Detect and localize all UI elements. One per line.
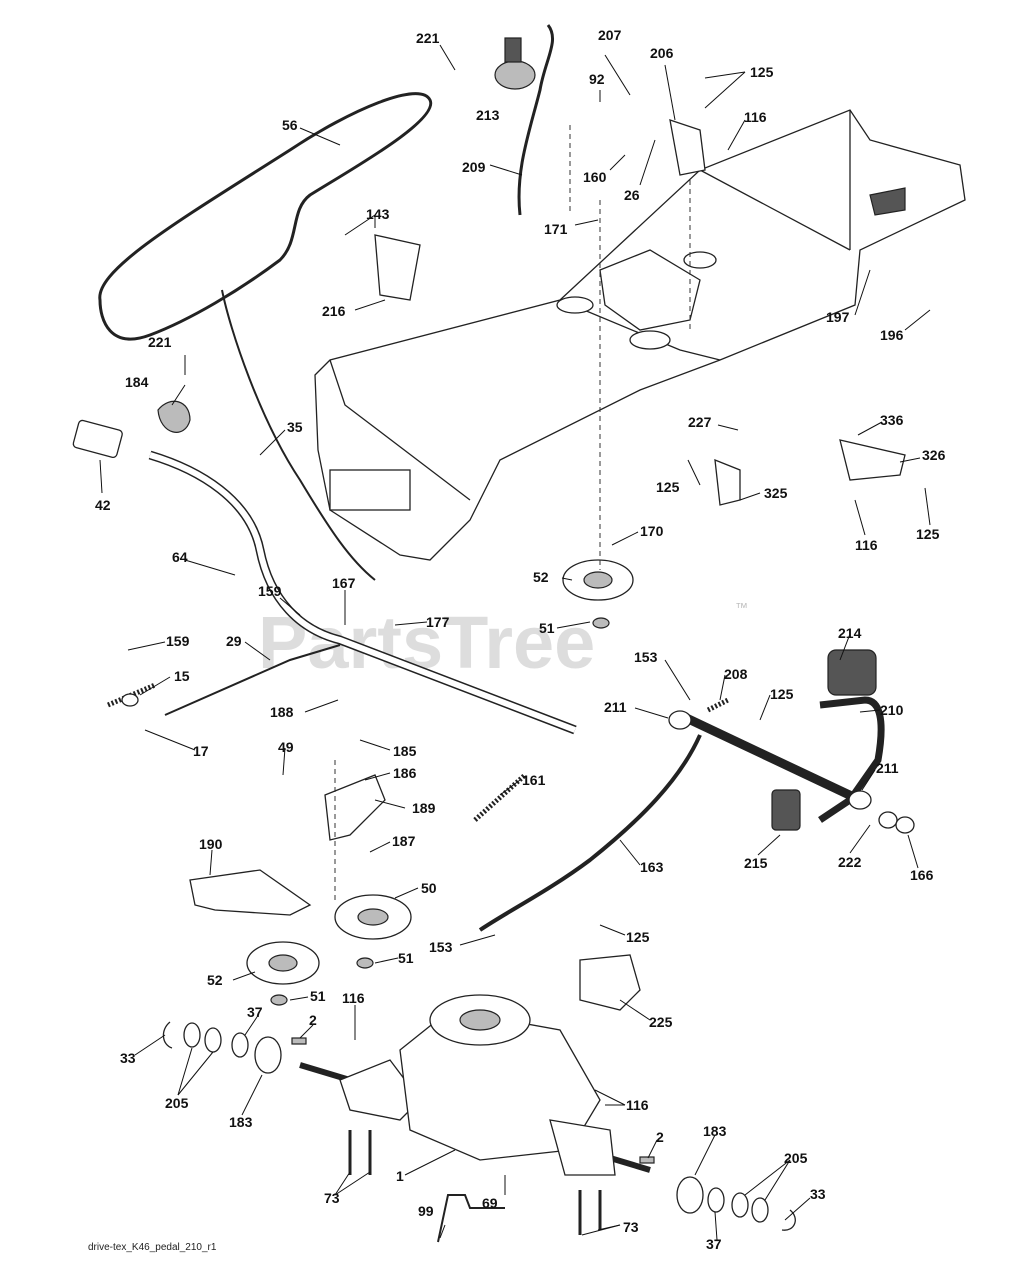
- part-number-50: 50: [421, 880, 437, 896]
- part-number-69: 69: [482, 1195, 498, 1211]
- pedal-pad: [827, 649, 877, 696]
- part-number-1: 1: [396, 1168, 404, 1184]
- part-number-227: 227: [688, 414, 712, 430]
- part-number-33: 33: [120, 1050, 136, 1066]
- part-number-184: 184: [125, 374, 149, 390]
- part-number-159: 159: [166, 633, 190, 649]
- part-number-29: 29: [226, 633, 242, 649]
- part-number-336: 336: [880, 412, 904, 428]
- part-number-116: 116: [626, 1097, 649, 1113]
- part-number-171: 171: [544, 221, 568, 237]
- part-number-51: 51: [539, 620, 555, 636]
- part-number-49: 49: [278, 739, 294, 755]
- pulley-52-upper: [562, 559, 634, 601]
- part-number-116: 116: [342, 990, 365, 1006]
- part-number-99: 99: [418, 1203, 434, 1219]
- part-number-167: 167: [332, 575, 356, 591]
- pulley-50: [334, 894, 412, 940]
- watermark-trademark: ™: [735, 600, 748, 615]
- part-number-92: 92: [589, 71, 605, 87]
- part-number-207: 207: [598, 27, 622, 43]
- part-number-170: 170: [640, 523, 664, 539]
- part-number-2: 2: [309, 1012, 317, 1028]
- part-number-163: 163: [640, 859, 664, 875]
- part-number-64: 64: [172, 549, 188, 565]
- part-number-206: 206: [650, 45, 674, 61]
- part-number-185: 185: [393, 743, 417, 759]
- part-number-205: 205: [784, 1150, 808, 1166]
- part-number-159: 159: [258, 583, 282, 599]
- transaxle: [162, 994, 796, 1243]
- part-number-213: 213: [476, 107, 500, 123]
- part-number-166: 166: [910, 867, 934, 883]
- part-number-116: 116: [744, 109, 767, 125]
- part-number-52: 52: [207, 972, 223, 988]
- part-number-221: 221: [148, 334, 172, 350]
- part-number-26: 26: [624, 187, 640, 203]
- part-number-215: 215: [744, 855, 768, 871]
- part-number-211: 211: [876, 760, 899, 776]
- part-number-326: 326: [922, 447, 946, 463]
- part-number-161: 161: [522, 772, 546, 788]
- diagram-code: drive-tex_K46_pedal_210_r1: [88, 1242, 217, 1253]
- part-number-37: 37: [247, 1004, 263, 1020]
- part-number-73: 73: [324, 1190, 340, 1206]
- grip: [72, 419, 123, 459]
- part-number-73: 73: [623, 1219, 639, 1235]
- part-number-51: 51: [310, 988, 326, 1004]
- pulley-52-lower: [246, 941, 320, 985]
- part-number-17: 17: [193, 743, 209, 759]
- part-number-56: 56: [282, 117, 298, 133]
- part-number-209: 209: [462, 159, 486, 175]
- part-number-190: 190: [199, 836, 223, 852]
- part-number-210: 210: [880, 702, 904, 718]
- part-number-51: 51: [398, 950, 414, 966]
- part-number-325: 325: [764, 485, 788, 501]
- part-number-225: 225: [649, 1014, 673, 1030]
- part-number-125: 125: [916, 526, 940, 542]
- part-number-35: 35: [287, 419, 303, 435]
- part-number-216: 216: [322, 303, 346, 319]
- part-number-125: 125: [656, 479, 680, 495]
- part-number-42: 42: [95, 497, 111, 513]
- part-number-153: 153: [429, 939, 453, 955]
- part-number-222: 222: [838, 854, 862, 870]
- part-number-160: 160: [583, 169, 607, 185]
- part-number-187: 187: [392, 833, 416, 849]
- part-number-208: 208: [724, 666, 748, 682]
- part-number-221: 221: [416, 30, 440, 46]
- part-number-52: 52: [533, 569, 549, 585]
- drive-belt: [98, 92, 433, 341]
- part-number-186: 186: [393, 765, 417, 781]
- part-number-211: 211: [604, 699, 627, 715]
- part-number-196: 196: [880, 327, 904, 343]
- part-number-2: 2: [656, 1129, 664, 1145]
- part-number-125: 125: [626, 929, 650, 945]
- part-number-153: 153: [634, 649, 658, 665]
- part-number-116: 116: [855, 537, 878, 553]
- part-number-214: 214: [838, 625, 862, 641]
- part-number-183: 183: [229, 1114, 253, 1130]
- leader-lines: [99, 44, 931, 1241]
- part-number-125: 125: [750, 64, 774, 80]
- part-number-205: 205: [165, 1095, 189, 1111]
- part-number-143: 143: [366, 206, 390, 222]
- part-number-125: 125: [770, 686, 794, 702]
- part-number-189: 189: [412, 800, 436, 816]
- part-number-37: 37: [706, 1236, 722, 1252]
- part-number-15: 15: [174, 668, 190, 684]
- part-number-197: 197: [826, 309, 850, 325]
- part-number-177: 177: [426, 614, 450, 630]
- tractor-frame: [314, 109, 966, 561]
- part-number-188: 188: [270, 704, 294, 720]
- part-number-183: 183: [703, 1123, 727, 1139]
- part-number-33: 33: [810, 1186, 826, 1202]
- part-number-labels: 221 213 207 206 92 125 116 56 209 160 26…: [95, 27, 946, 1252]
